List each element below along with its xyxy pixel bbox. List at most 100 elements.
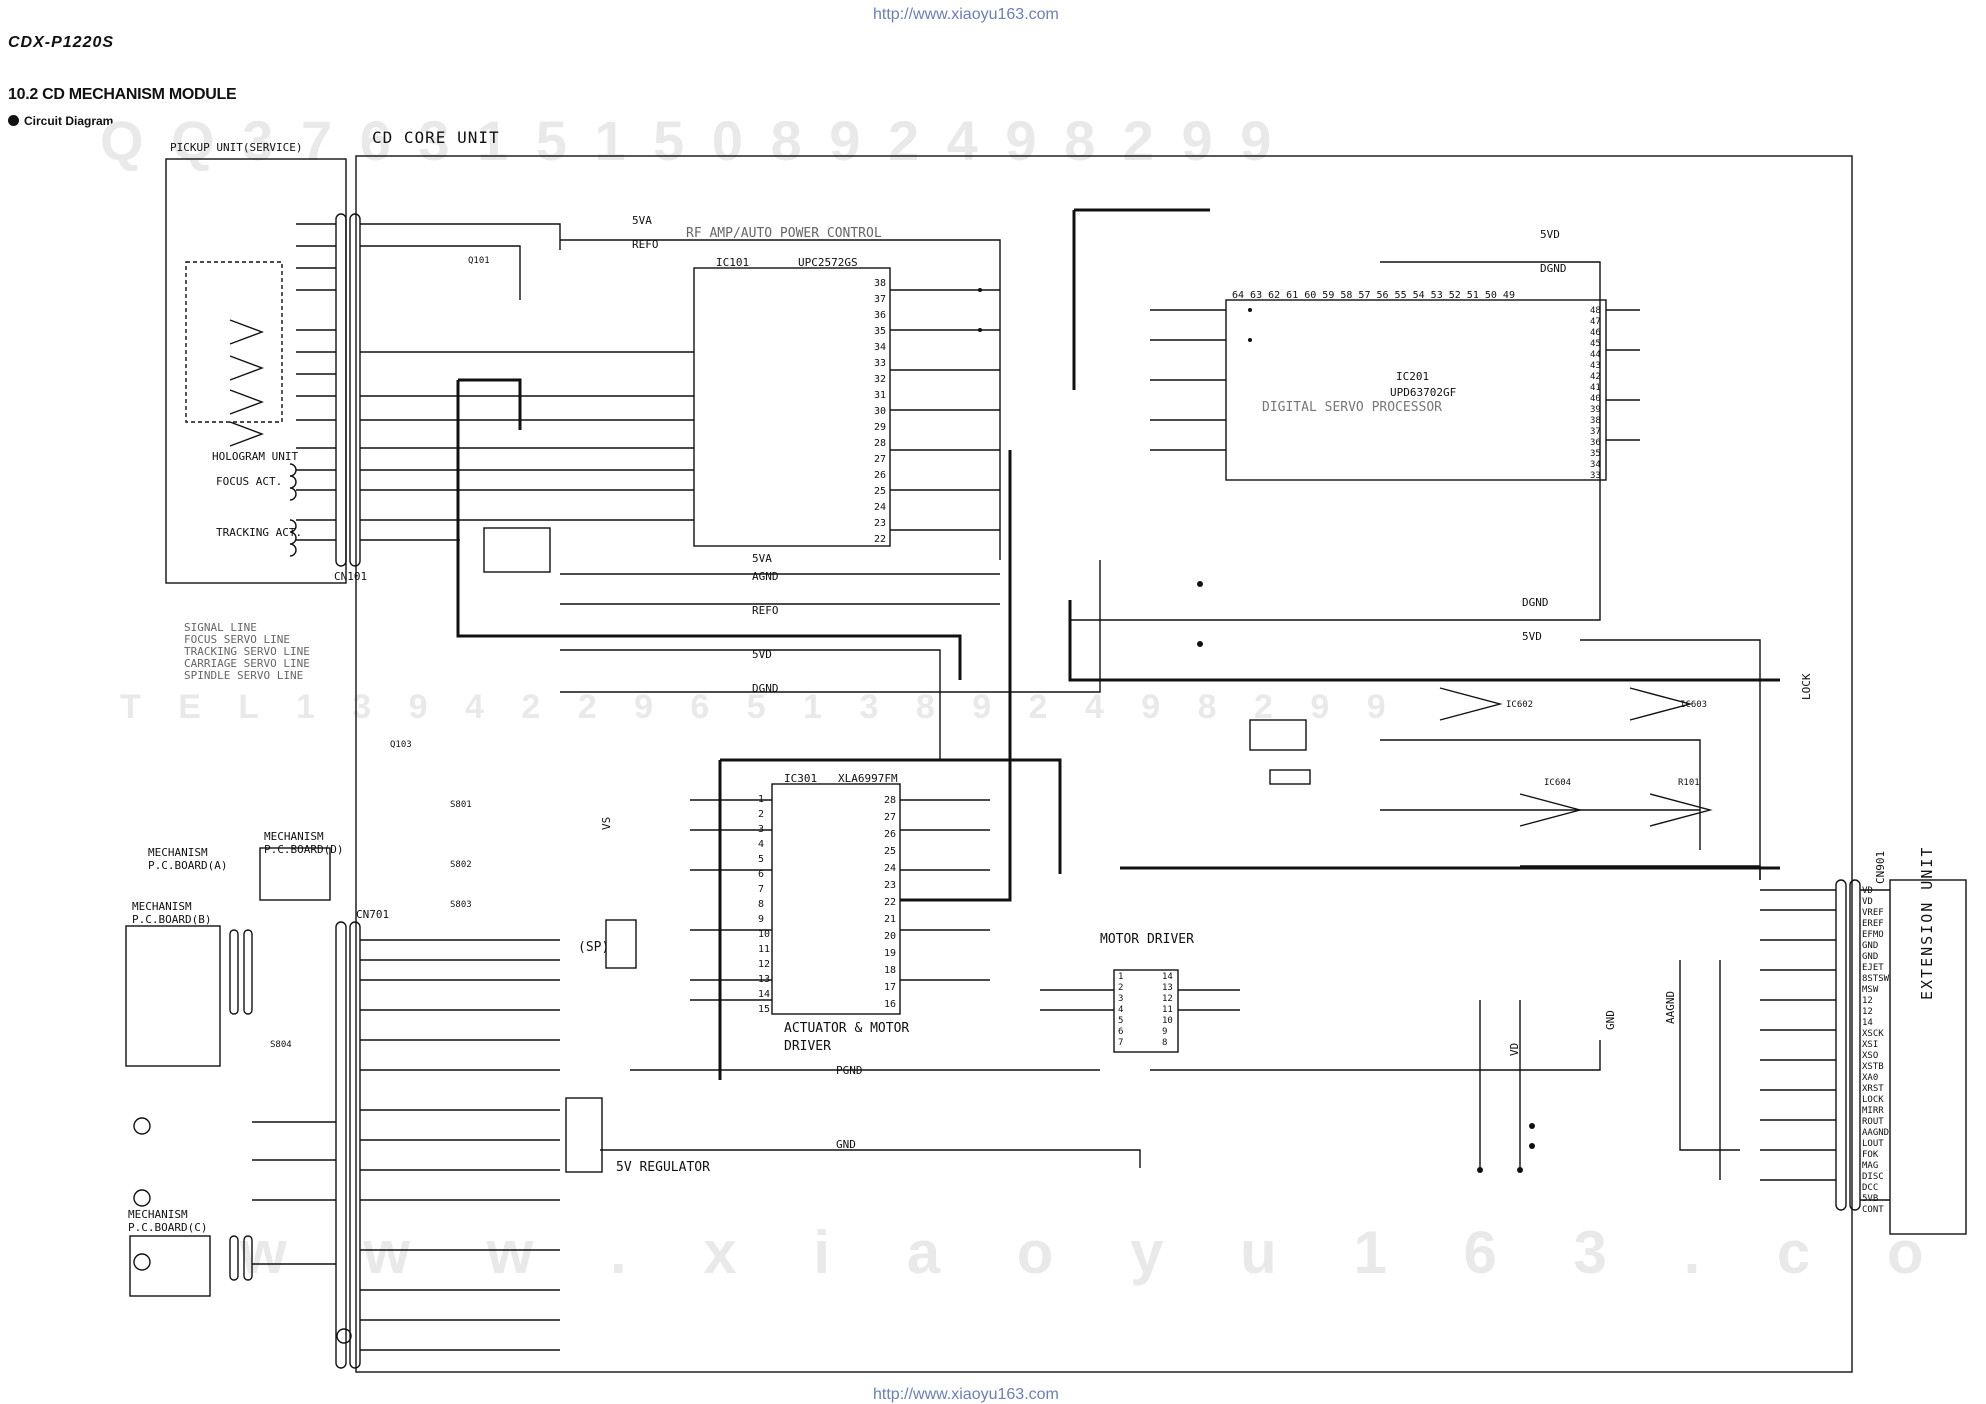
part-ref: Q103 xyxy=(390,740,412,750)
pin-number: 43 xyxy=(1590,361,1601,371)
net-gnd: GND xyxy=(836,1138,856,1151)
pin-number: 11 xyxy=(758,944,771,955)
act-driver-label: ACTUATOR & MOTOR DRIVER xyxy=(784,1021,910,1054)
extension-pin-list: VD VD VREF EREF EFMO GND GND EJET 8STSW … xyxy=(1862,886,1889,1216)
ext-pin: MAG xyxy=(1862,1161,1879,1171)
net-refo-top: REFO xyxy=(632,238,659,251)
legend-focus: FOCUS SERVO LINE xyxy=(184,633,290,646)
net-5vd-top: 5VD xyxy=(1540,228,1560,241)
pin-number: 18 xyxy=(884,965,897,976)
pin-number: 19 xyxy=(884,948,897,959)
ghost-url-bottom: w w w . x i a o y u 1 6 3 . c o m xyxy=(240,1219,1986,1286)
mech-board-c-label: MECHANISM P.C.BOARD(C) xyxy=(128,1208,208,1234)
ext-pin: FOK xyxy=(1862,1150,1879,1160)
extension-unit-label: EXTENSION UNIT xyxy=(1918,845,1936,1000)
ext-pin: MSW xyxy=(1862,985,1879,995)
pin-number: 27 xyxy=(884,812,897,823)
pin-number: 24 xyxy=(884,863,897,874)
extension-outline xyxy=(1889,879,1967,1235)
ic101-part: UPC2572GS xyxy=(798,256,858,269)
part-ref: S802 xyxy=(450,860,472,870)
ext-pin: VD xyxy=(1862,897,1873,907)
ext-pin: 5VB xyxy=(1862,1194,1879,1204)
net-5va-bottom: 5VA xyxy=(752,552,772,565)
pin-number: 29 xyxy=(874,422,887,433)
mech-board-b xyxy=(125,925,221,1067)
pin-number: 36 xyxy=(1590,438,1601,448)
ext-pin: DCC xyxy=(1862,1183,1879,1193)
ext-pin: VD xyxy=(1862,886,1873,896)
pin-number: 39 xyxy=(1590,405,1601,415)
ext-pin: EJET xyxy=(1862,963,1884,973)
bottom-watermark-url[interactable]: http://www.xiaoyu163.com xyxy=(873,1386,1059,1403)
subsection-label: Circuit Diagram xyxy=(24,114,114,128)
ext-pin: CONT xyxy=(1862,1205,1884,1215)
ext-pin: XSO xyxy=(1862,1051,1879,1061)
net-dgnd-right: DGND xyxy=(1522,596,1549,609)
net-vs: VS xyxy=(600,816,613,830)
net-dgnd: DGND xyxy=(752,682,779,695)
net-agnd: AGND xyxy=(752,570,779,583)
ext-pin: MIRR xyxy=(1862,1106,1884,1116)
hologram-box xyxy=(185,261,283,423)
legend-signal: SIGNAL LINE xyxy=(184,621,257,634)
motor-ic-right-pins: 14 13 12 11 10 9 8 xyxy=(1162,972,1173,1049)
pickup-unit-label: PICKUP UNIT(SERVICE) xyxy=(170,141,303,154)
ic201-ref: IC201 xyxy=(1396,370,1430,383)
part-ref: S801 xyxy=(450,800,472,810)
pin-number: 12 xyxy=(758,959,771,970)
pin-number: 34 xyxy=(1590,460,1601,470)
pin-number: 5 xyxy=(1118,1016,1124,1026)
pin-number: 10 xyxy=(1162,1016,1173,1026)
ic101-pin-numbers: 38 37 36 35 34 33 32 31 30 29 28 27 26 2… xyxy=(874,276,886,548)
pin-number: 31 xyxy=(874,390,887,401)
pin-number: 2 xyxy=(1118,983,1124,993)
pin-number: 40 xyxy=(1590,394,1601,404)
net-gnd-vertical: GND xyxy=(1604,1010,1617,1030)
ic301-left-pins: 1 2 3 4 5 6 7 8 9 10 11 12 13 14 15 xyxy=(758,792,770,1017)
pin-number: 9 xyxy=(1162,1027,1168,1037)
pin-number: 28 xyxy=(884,795,897,806)
part-ref: Q101 xyxy=(468,256,490,266)
legend-spindle: SPINDLE SERVO LINE xyxy=(184,669,304,682)
net-dgnd-top: DGND xyxy=(1540,262,1567,275)
pin-number: 5 xyxy=(758,854,765,865)
pin-number: 35 xyxy=(874,326,887,337)
net-5va: 5VA xyxy=(632,214,652,227)
pin-number: 38 xyxy=(874,278,887,289)
pin-number: 26 xyxy=(874,470,887,481)
pin-number: 6 xyxy=(1118,1027,1124,1037)
svg-text:64 63 62 61 60 59 58 57 56 55: 64 63 62 61 60 59 58 57 56 55 54 53 52 5… xyxy=(1232,290,1515,301)
rf-amp-label: RF AMP/AUTO POWER CONTROL xyxy=(686,226,882,241)
pin-number: 9 xyxy=(758,914,765,925)
sp-label: (SP) xyxy=(578,940,610,955)
pin-number: 44 xyxy=(1590,350,1601,360)
pin-number: 35 xyxy=(1590,449,1601,459)
pin-number: 12 xyxy=(1162,994,1173,1004)
pin-number: 47 xyxy=(1590,317,1601,327)
ext-pin: XSCK xyxy=(1862,1029,1884,1039)
ext-pin: VREF xyxy=(1862,908,1884,918)
part-ref: S804 xyxy=(270,1040,292,1050)
ext-pin: AAGND xyxy=(1862,1128,1890,1138)
ghost-tel-middle: T E L 1 3 9 4 2 2 9 6 5 1 3 8 9 2 4 9 8 … xyxy=(120,688,1400,726)
cd-core-outline xyxy=(355,155,1853,1373)
pin-number: 34 xyxy=(874,342,887,353)
ic101-body xyxy=(693,267,891,547)
net-5vd-right: 5VD xyxy=(1522,630,1542,643)
pin-number: 36 xyxy=(874,310,887,321)
ic301-ref: IC301 xyxy=(784,772,818,785)
top-watermark-url[interactable]: http://www.xiaoyu163.com xyxy=(873,6,1059,23)
pin-number: 26 xyxy=(884,829,897,840)
net-aagnd: AAGND xyxy=(1664,990,1677,1024)
ext-pin: XSI xyxy=(1862,1040,1879,1050)
ext-pin: EFMO xyxy=(1862,930,1884,940)
part-ref: IC603 xyxy=(1680,700,1708,710)
legend-carriage: CARRIAGE SERVO LINE xyxy=(184,657,310,670)
motor-driver-label: MOTOR DRIVER xyxy=(1100,932,1194,947)
net-5vd: 5VD xyxy=(752,648,772,661)
mech-board-c xyxy=(129,1235,211,1297)
ext-pin: GND xyxy=(1862,941,1879,951)
ic201-body xyxy=(1225,299,1607,481)
